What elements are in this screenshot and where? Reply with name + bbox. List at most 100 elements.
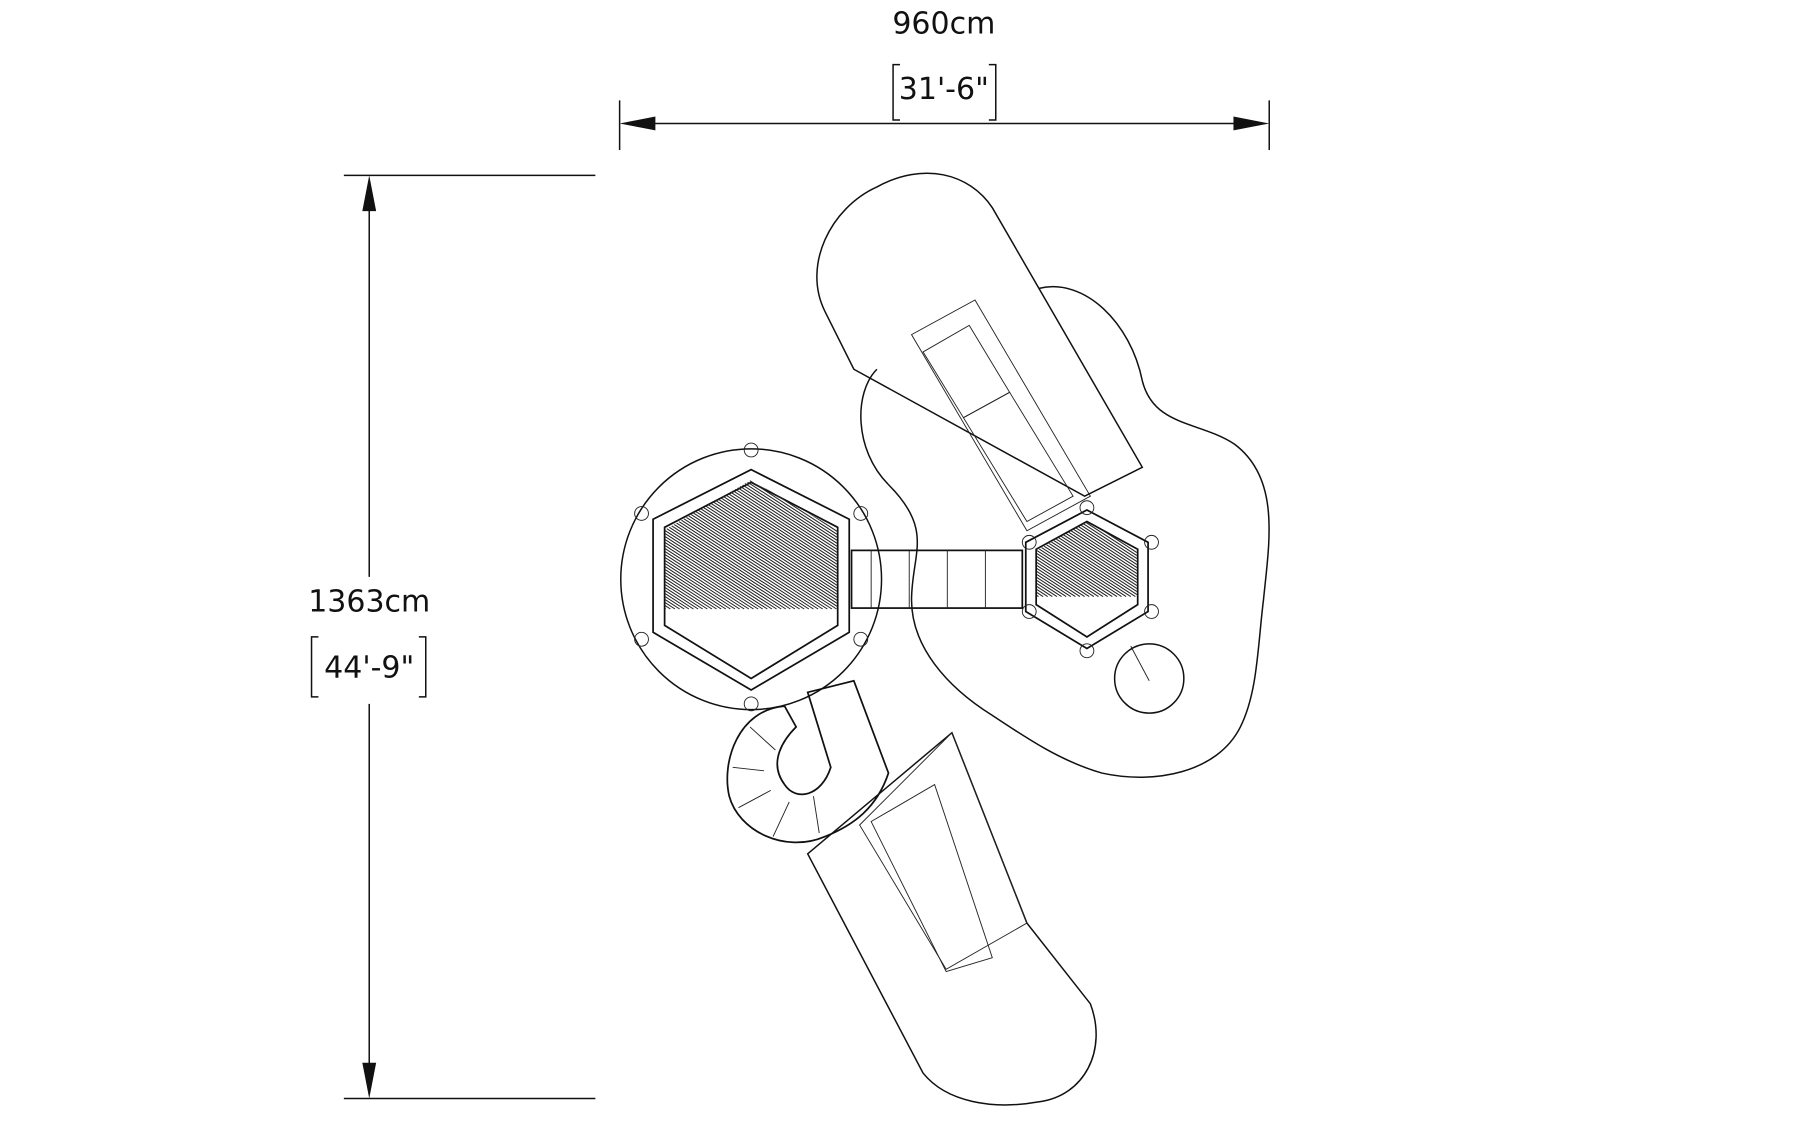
deck-plank: [665, 479, 750, 610]
deck-plank: [665, 479, 671, 610]
deck-plank: [1070, 521, 1137, 597]
deck-plank: [831, 479, 838, 610]
deck-plank: [1098, 521, 1137, 597]
deck-plank: [665, 479, 690, 610]
deck-plank: [1116, 521, 1137, 597]
deck-plank: [665, 479, 763, 610]
deck-plank: [665, 479, 667, 610]
deck-plank: [1065, 521, 1137, 597]
deck-plank: [665, 479, 745, 610]
deck-plank: [1084, 521, 1137, 597]
deck-plank: [1036, 521, 1137, 597]
deck-plank: [702, 479, 838, 610]
deck-plank: [1047, 521, 1137, 597]
deck-plank: [1036, 521, 1067, 597]
deck-plank: [463, 480, 661, 609]
deck-plank: [1036, 521, 1053, 597]
deck-plank: [822, 479, 838, 610]
spiral-tube-slide: [726, 679, 890, 844]
deck-plank: [1052, 521, 1137, 597]
lower-slide: [859, 731, 1028, 973]
deck-plank: [665, 479, 731, 610]
deck-plank: [1056, 521, 1137, 597]
deck-plank: [1036, 521, 1099, 597]
deck-plank: [665, 479, 814, 610]
deck-plank: [808, 479, 838, 610]
deck-plank: [711, 479, 838, 610]
deck-plank: [697, 479, 838, 610]
deck-plank: [458, 480, 656, 609]
safety-zones: [620, 172, 1270, 1106]
deck-plank: [665, 479, 791, 610]
deck-plank: [1107, 521, 1137, 597]
deck-plank: [665, 479, 736, 610]
deck-plank: [739, 479, 838, 610]
deck-plank: [1036, 521, 1039, 597]
height-imperial-label: 44'-9": [324, 650, 414, 685]
deck-plank: [665, 479, 828, 610]
deck-plank: [1075, 521, 1137, 597]
deck-plank: [665, 479, 708, 610]
deck-plank: [1135, 521, 1137, 597]
deck-plank: [665, 479, 727, 610]
deck-plank: [753, 479, 838, 610]
deck-plank: [1036, 521, 1122, 597]
arrowhead-left-icon: [619, 116, 656, 131]
deck-plank: [665, 479, 676, 610]
deck-plank: [1079, 521, 1137, 597]
deck-plank: [1036, 521, 1136, 597]
width-imperial-label: 31'-6": [899, 72, 989, 107]
large-hex-deck: [453, 442, 1044, 712]
deck-plank: [1036, 521, 1113, 597]
deck-plank: [1125, 521, 1137, 597]
deck-plank: [846, 480, 1044, 609]
deck-plank: [665, 479, 777, 610]
deck-plank: [725, 479, 838, 610]
deck-plank: [665, 479, 773, 610]
deck-plank: [665, 479, 759, 610]
deck-plank: [1042, 521, 1137, 597]
width-dimension: 960cm 31'-6": [618, 6, 1270, 150]
deck-plank: [1102, 521, 1137, 597]
deck-plank: [1036, 521, 1081, 597]
deck-plank: [665, 479, 810, 610]
small-hex-deck: [918, 500, 1255, 714]
height-metric-label: 1363cm: [308, 585, 430, 620]
deck-plank: [665, 479, 819, 610]
deck-plank: [707, 479, 838, 610]
deck-plank: [1038, 521, 1137, 597]
deck-plank: [665, 479, 823, 610]
tunnel-bridge: [850, 549, 1024, 609]
deck-plank: [734, 479, 838, 610]
deck-plank: [1140, 522, 1255, 597]
deck-plank: [716, 479, 838, 610]
deck-plank: [665, 479, 787, 610]
deck-plank: [665, 479, 694, 610]
deck-plank: [665, 479, 754, 610]
height-dimension: 1363cm 44'-9": [308, 174, 596, 1100]
deck-plank: [665, 479, 717, 610]
deck-plank: [693, 479, 838, 610]
deck-plank: [453, 480, 651, 609]
deck-plank: [836, 479, 838, 610]
deck-plank: [1036, 521, 1118, 597]
deck-plank: [1036, 521, 1095, 597]
deck-plank: [1036, 521, 1108, 597]
deck-plank: [665, 479, 805, 610]
deck-plank: [1093, 521, 1137, 597]
deck-plank: [1036, 521, 1104, 597]
deck-plank: [918, 522, 1033, 597]
arrowhead-right-icon: [1233, 116, 1270, 131]
upper-slide: [910, 299, 1092, 532]
deck-plank: [743, 479, 838, 610]
deck-plank: [1036, 521, 1132, 597]
deck-plank: [1036, 521, 1090, 597]
deck-plank: [665, 479, 680, 610]
deck-plank: [665, 479, 796, 610]
deck-plank: [665, 479, 713, 610]
deck-plank: [683, 479, 838, 610]
deck-plank: [1088, 521, 1137, 597]
deck-plank: [1036, 521, 1127, 597]
deck-plank: [1036, 521, 1085, 597]
